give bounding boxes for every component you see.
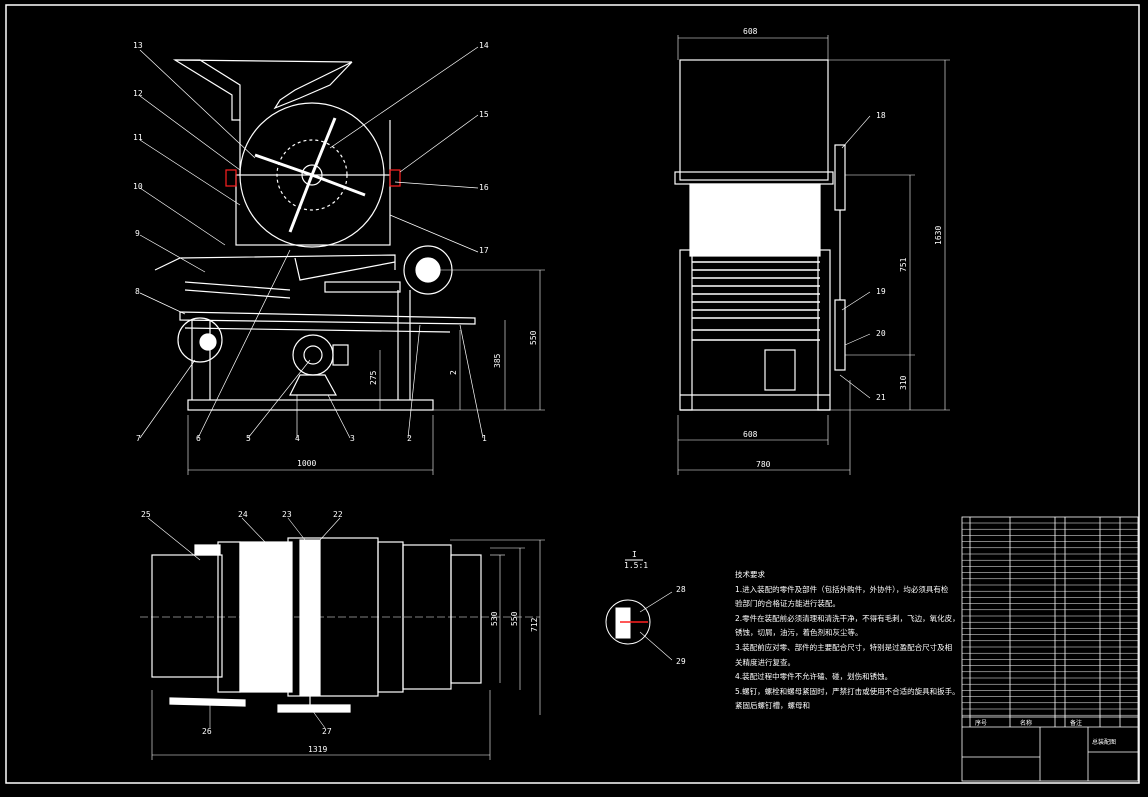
dimension-text: 712 [530, 617, 539, 632]
detail-scale: 1.5:1 [624, 561, 648, 570]
dimension-text: 385 [493, 353, 502, 368]
part-label: 24 [238, 510, 248, 519]
part-label: 9 [135, 229, 140, 238]
front-view-labels: 13 12 11 10 9 8 7 6 5 4 3 2 1 14 15 16 1… [133, 41, 538, 468]
bom-header-number: 序号 [975, 719, 987, 727]
dimension-text: 530 [490, 611, 499, 626]
requirement-line: 4.装配过程中零件不允许磕、碰，划伤和锈蚀。 [735, 672, 893, 682]
part-label: 27 [322, 727, 332, 736]
part-label: 6 [196, 434, 201, 443]
dimension-text: 780 [756, 460, 771, 469]
part-label: 22 [333, 510, 343, 519]
drawing-name: 总装配图 [1092, 738, 1116, 746]
bom-rows [962, 522, 1138, 716]
part-label: 11 [133, 133, 143, 142]
front-view [139, 46, 545, 475]
dimension-text: 550 [510, 611, 519, 626]
requirement-line: 锈蚀，切屑，油污，着色剂和灰尘等。 [735, 628, 863, 638]
part-label: 7 [136, 434, 141, 443]
dimension-text: 1000 [297, 459, 316, 468]
part-label: 29 [676, 657, 686, 666]
part-label: 3 [350, 434, 355, 443]
part-label: 10 [133, 182, 143, 191]
part-label: 5 [246, 434, 251, 443]
part-label: 25 [141, 510, 151, 519]
top-view [140, 517, 545, 760]
requirement-line: 5.螺钉，螺栓和螺母紧固时，严禁打击或使用不合适的旋具和扳手。 [735, 686, 960, 696]
bom-header-remark: 备注 [1070, 719, 1082, 727]
part-label: 2 [407, 434, 412, 443]
requirement-line: 1.进入装配的零件及部件（包括外购件，外协件），均必须具有检 [735, 584, 949, 594]
part-label: 15 [479, 110, 489, 119]
sheet-border [5, 4, 1140, 784]
requirement-line: 紧固后螺钉槽，螺母和 [735, 701, 810, 711]
part-label: 26 [202, 727, 212, 736]
technical-requirements: 技术要求 1.进入装配的零件及部件（包括外购件，外协件），均必须具有检 验部门的… [735, 568, 960, 714]
title-block [961, 516, 1139, 782]
top-view-labels: 25 24 23 22 26 27 1319 530 550 712 [141, 510, 539, 754]
dimension-text: 1319 [308, 745, 327, 754]
part-label: 28 [676, 585, 686, 594]
dimension-text: 310 [899, 375, 908, 390]
part-label: 17 [479, 246, 489, 255]
title-block-labels: 序号 名称 备注 总装配图 [975, 719, 1116, 746]
part-label: 14 [479, 41, 489, 50]
requirement-line: 2.零件在装配前必须清理和清洗干净，不得有毛刺，飞边，氧化皮， [735, 613, 960, 623]
part-label: 19 [876, 287, 886, 296]
bom-header-name: 名称 [1020, 719, 1032, 727]
part-label: 21 [876, 393, 886, 402]
dimension-text: 550 [529, 330, 538, 345]
dimension-text: 275 [369, 370, 378, 385]
side-view-labels: 18 19 20 21 608 608 780 1630 751 310 [743, 27, 943, 469]
part-label: 23 [282, 510, 292, 519]
detail-name: I [632, 550, 637, 559]
dimension-text: 751 [899, 257, 908, 272]
detail-view [605, 559, 673, 661]
part-label: 12 [133, 89, 143, 98]
dimension-text: 1630 [934, 226, 943, 245]
requirement-line: 3.装配前应对零、部件的主要配合尺寸，特别是过盈配合尺寸及相 [735, 642, 953, 652]
requirement-line: 验部门的合格证方能进行装配。 [735, 599, 840, 609]
dimension-text: 608 [743, 430, 758, 439]
part-label: 13 [133, 41, 143, 50]
part-label: 18 [876, 111, 886, 120]
part-label: 16 [479, 183, 489, 192]
part-label: 8 [135, 287, 140, 296]
dimension-text: 2 [449, 370, 458, 375]
part-label: 20 [876, 329, 886, 338]
requirements-title: 技术要求 [735, 570, 765, 579]
requirement-line: 关精度进行复查。 [735, 657, 795, 667]
detail-labels: I 1.5:1 28 29 [624, 550, 686, 666]
dimension-text: 608 [743, 27, 758, 36]
side-view [674, 35, 950, 475]
part-label: 1 [482, 434, 487, 443]
part-label: 4 [295, 434, 300, 443]
